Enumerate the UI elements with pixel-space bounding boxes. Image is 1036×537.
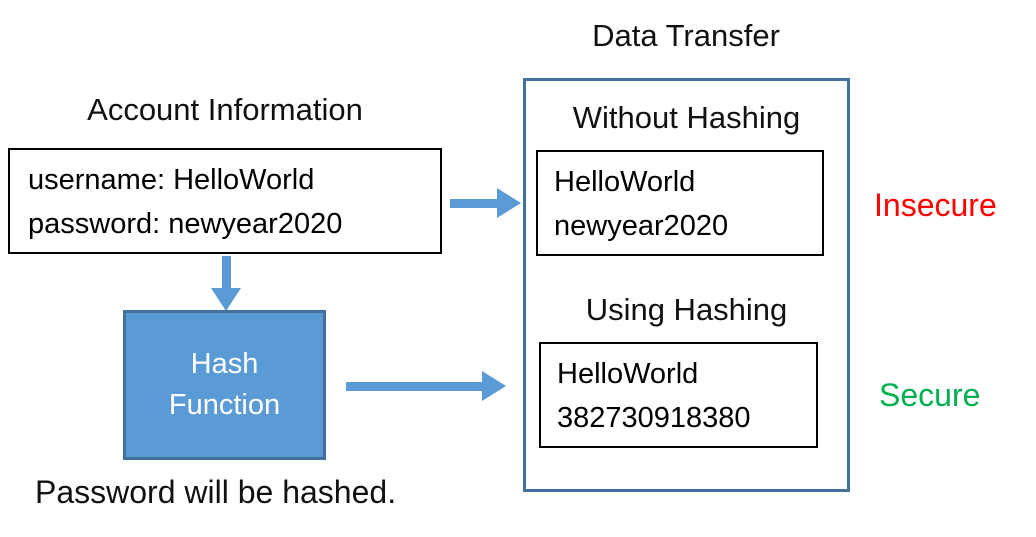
hash-box-line1: Hash — [190, 348, 259, 380]
without-hashing-line1: HelloWorld — [554, 166, 696, 198]
password-text: password: newyear2020 — [28, 208, 343, 240]
hash-function-box: Hash Function — [123, 310, 326, 460]
arrow-head — [497, 188, 521, 218]
username-text: username: HelloWorld — [28, 164, 315, 196]
arrow-right-icon — [450, 188, 521, 219]
arrow-down-icon — [211, 256, 242, 311]
arrow-head — [211, 288, 241, 311]
hash-box-line2: Function — [168, 389, 281, 421]
using-hashing-heading: Using Hashing — [585, 292, 788, 327]
insecure-status-label: Insecure — [874, 187, 997, 223]
without-hashing-box: HelloWorld newyear2020 — [536, 150, 824, 256]
secure-status-label: Secure — [879, 377, 981, 413]
account-info-box: username: HelloWorld password: newyear20… — [8, 148, 442, 254]
account-information-title: Account Information — [87, 92, 363, 127]
password-hashed-caption: Password will be hashed. — [35, 474, 397, 510]
without-hashing-heading: Without Hashing — [572, 100, 801, 135]
arrow-head — [482, 371, 506, 401]
data-transfer-title: Data Transfer — [592, 18, 780, 53]
using-hashing-box: HelloWorld 382730918380 — [539, 342, 818, 448]
arrow-shaft — [346, 382, 483, 391]
arrow-right-icon — [346, 371, 506, 402]
arrow-shaft — [222, 256, 231, 290]
without-hashing-line2: newyear2020 — [554, 210, 729, 242]
using-hashing-line1: HelloWorld — [557, 358, 699, 390]
using-hashing-line2: 382730918380 — [557, 402, 751, 434]
arrow-shaft — [450, 199, 498, 208]
